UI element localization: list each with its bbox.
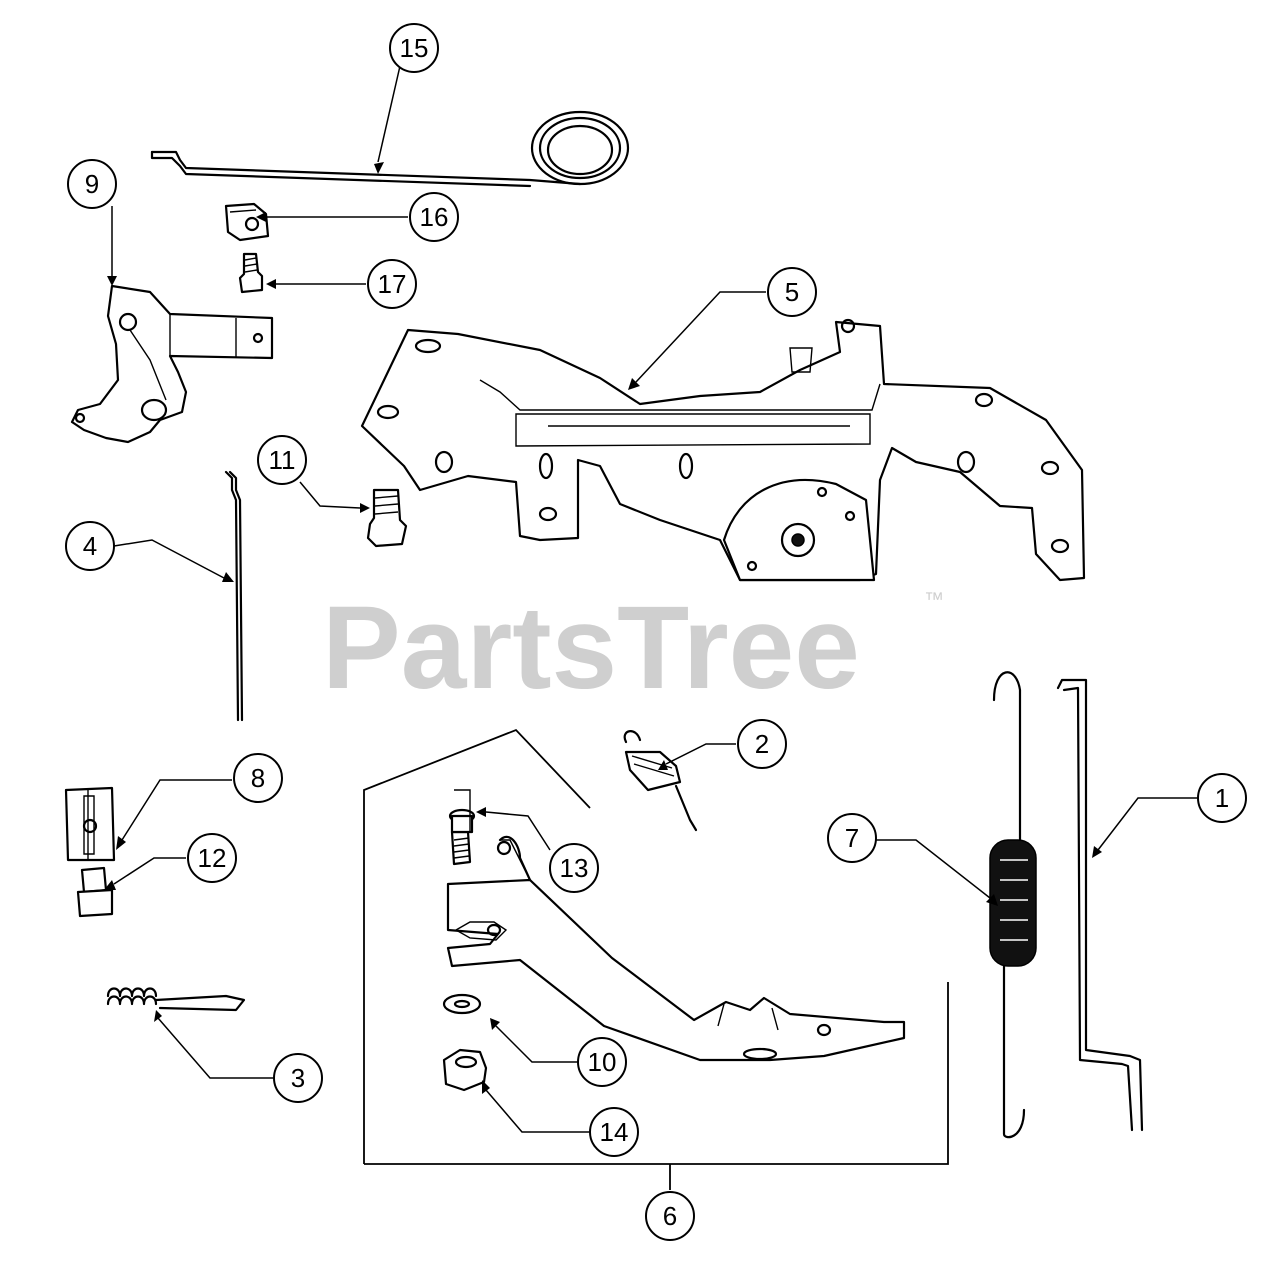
callout-3[interactable]: 3 xyxy=(273,1053,323,1103)
part-16-clip[interactable] xyxy=(224,202,270,242)
callout-7-label: 7 xyxy=(845,823,859,853)
part-8-block[interactable] xyxy=(64,786,116,862)
part-15-torsion-spring-rod[interactable] xyxy=(150,110,630,188)
partstree-watermark: PartsTree ™ xyxy=(322,582,944,714)
callout-7[interactable]: 7 xyxy=(827,813,877,863)
callout-1-label: 1 xyxy=(1215,783,1229,813)
callout-12-label: 12 xyxy=(198,843,227,873)
callout-17[interactable]: 17 xyxy=(367,259,417,309)
part-2-spring[interactable] xyxy=(623,730,698,832)
callout-15[interactable]: 15 xyxy=(389,23,439,73)
callout-14-label: 14 xyxy=(600,1117,629,1147)
part-17-screw[interactable] xyxy=(238,252,264,294)
part-9-lever-bracket[interactable] xyxy=(70,284,274,444)
callout-1[interactable]: 1 xyxy=(1197,773,1247,823)
part-11-bolt[interactable] xyxy=(366,488,408,548)
callout-3-label: 3 xyxy=(291,1063,305,1093)
leader-lines xyxy=(104,65,1198,1133)
part-5-main-bracket[interactable] xyxy=(360,318,1086,582)
callout-5[interactable]: 5 xyxy=(767,267,817,317)
part-1-long-rod[interactable] xyxy=(1056,678,1144,1132)
callout-6-label: 6 xyxy=(663,1201,677,1231)
callout-12[interactable]: 12 xyxy=(187,833,237,883)
part-12-bolt[interactable] xyxy=(76,866,114,918)
callout-17-label: 17 xyxy=(378,269,407,299)
callout-14[interactable]: 14 xyxy=(589,1107,639,1157)
watermark-trademark: ™ xyxy=(924,589,944,611)
callout-6[interactable]: 6 xyxy=(645,1191,695,1241)
callout-2-label: 2 xyxy=(755,729,769,759)
callout-9[interactable]: 9 xyxy=(67,159,117,209)
callout-10-label: 10 xyxy=(588,1047,617,1077)
part-6-pedal-assembly[interactable] xyxy=(442,789,906,1092)
part-3-extension-spring[interactable] xyxy=(106,987,246,1012)
callout-4[interactable]: 4 xyxy=(65,521,115,571)
callout-15-label: 15 xyxy=(400,33,429,63)
callout-13-label: 13 xyxy=(560,853,589,883)
callout-9-label: 9 xyxy=(85,169,99,199)
callout-8-label: 8 xyxy=(251,763,265,793)
part-4-link-rod[interactable] xyxy=(224,470,244,722)
callout-13[interactable]: 13 xyxy=(549,843,599,893)
callout-5-label: 5 xyxy=(785,277,799,307)
callout-16[interactable]: 16 xyxy=(409,192,459,242)
watermark-brand-text: PartsTree xyxy=(322,582,860,714)
part-7-long-spring[interactable] xyxy=(989,671,1037,1139)
part-6-group-bracket xyxy=(363,728,949,1190)
callout-10[interactable]: 10 xyxy=(577,1037,627,1087)
part-14-nut[interactable] xyxy=(442,1048,488,1092)
callout-11[interactable]: 11 xyxy=(257,435,307,485)
callout-16-label: 16 xyxy=(420,202,449,232)
part-10-washer[interactable] xyxy=(442,993,482,1015)
callout-8[interactable]: 8 xyxy=(233,753,283,803)
part-13-bolt-shank[interactable] xyxy=(450,830,472,866)
callout-4-label: 4 xyxy=(83,531,97,561)
callout-2[interactable]: 2 xyxy=(737,719,787,769)
callout-11-label: 11 xyxy=(269,445,296,475)
